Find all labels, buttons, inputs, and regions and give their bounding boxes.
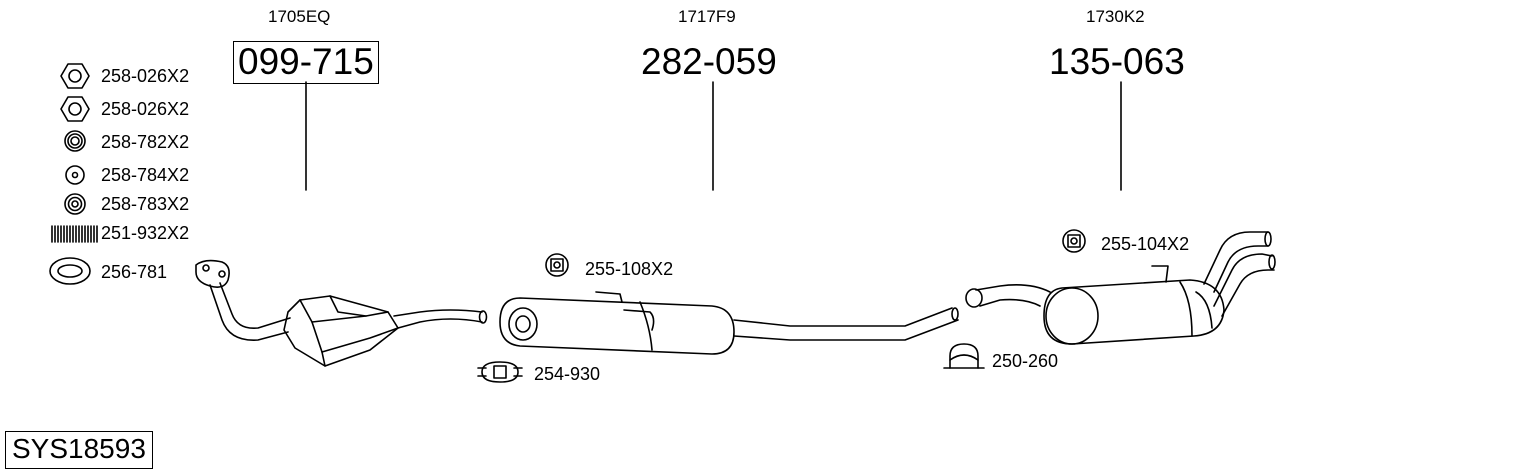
- rubber-mount-icon: [545, 253, 569, 277]
- accessory-label-washer-1[interactable]: 258-782X2: [101, 132, 190, 152]
- spring-icon: [51, 225, 98, 243]
- accessory-label-rubber-mount-1[interactable]: 255-108X2: [585, 259, 674, 279]
- accessory-label-gasket[interactable]: 256-781: [101, 262, 168, 282]
- part-number-1[interactable]: 099-715: [233, 41, 379, 84]
- u-clamp-icon: [943, 343, 985, 369]
- oem-number-1: 1705EQ: [268, 7, 331, 26]
- accessory-label-washer-3[interactable]: 258-783X2: [101, 194, 190, 214]
- middle-silencer-drawing: [499, 291, 959, 355]
- flat-washer-icon: [65, 165, 85, 185]
- spring-washer-icon: [64, 130, 86, 152]
- oem-number-3: 1730K2: [1086, 7, 1145, 26]
- oem-number-2: 1717F9: [678, 7, 736, 26]
- accessory-label-washer-2[interactable]: 258-784X2: [101, 165, 190, 185]
- thick-washer-icon: [64, 193, 86, 215]
- gasket-ring-icon: [49, 257, 91, 285]
- accessory-label-clamp-1[interactable]: 254-930: [534, 364, 601, 384]
- accessory-label-nut-2[interactable]: 258-026X2: [101, 99, 190, 119]
- accessory-label-nut-1[interactable]: 258-026X2: [101, 66, 190, 86]
- accessory-label-rubber-mount-2[interactable]: 255-104X2: [1101, 234, 1190, 254]
- rear-silencer-drawing: [965, 231, 1276, 345]
- system-id-label: SYS18593: [5, 431, 153, 469]
- rubber-mount-icon: [1062, 229, 1086, 253]
- accessory-label-spring[interactable]: 251-932X2: [101, 223, 190, 243]
- hex-nut-icon: [60, 63, 90, 89]
- part-number-3[interactable]: 135-063: [1049, 41, 1185, 82]
- catalytic-converter-drawing: [195, 259, 488, 367]
- part-number-2[interactable]: 282-059: [641, 41, 777, 82]
- accessory-label-clamp-2[interactable]: 250-260: [992, 351, 1059, 371]
- pipe-clamp-icon: [477, 361, 523, 383]
- hex-nut-icon: [60, 96, 90, 122]
